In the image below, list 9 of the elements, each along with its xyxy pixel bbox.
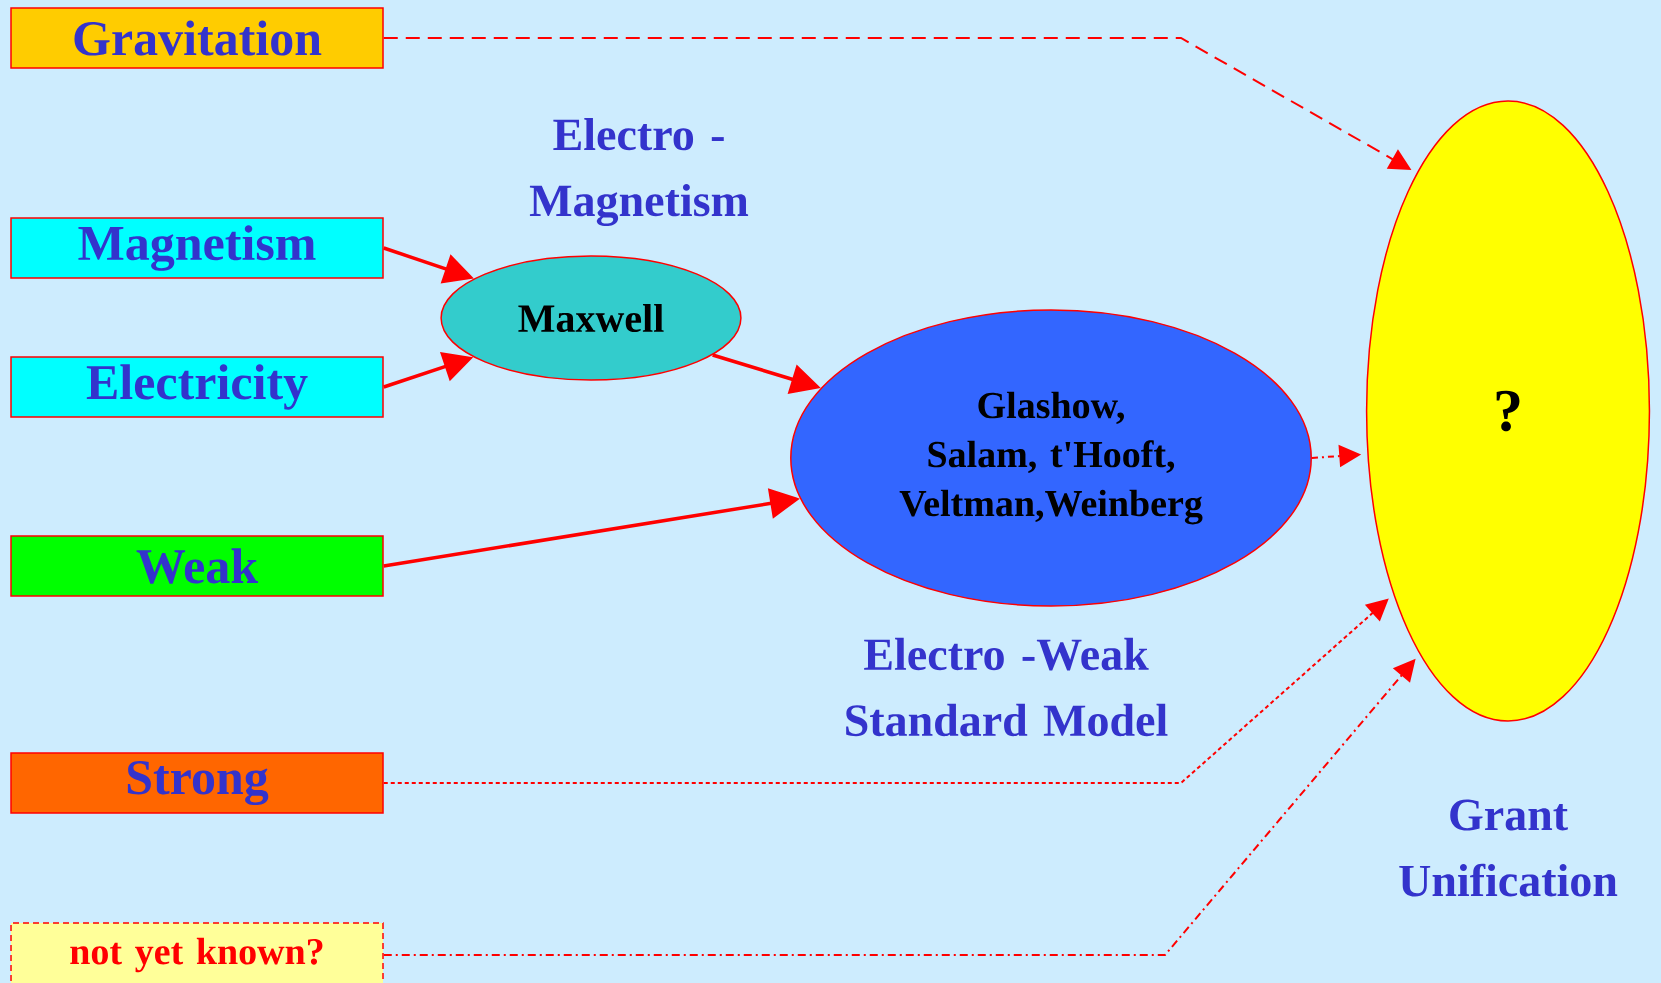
heading-label: Electro - Magnetism [529, 117, 749, 227]
force-box: Magnetism [10, 217, 384, 279]
heading-label: Grant Unification [1399, 799, 1618, 897]
force-box: Electricity [10, 356, 384, 418]
heading-label: Electro -Weak Standard Model [846, 637, 1168, 737]
force-box: Weak [10, 535, 384, 597]
force-box: Gravitation [10, 7, 384, 69]
force-box: not yet known? [10, 922, 384, 983]
force-box: Strong [10, 752, 384, 814]
